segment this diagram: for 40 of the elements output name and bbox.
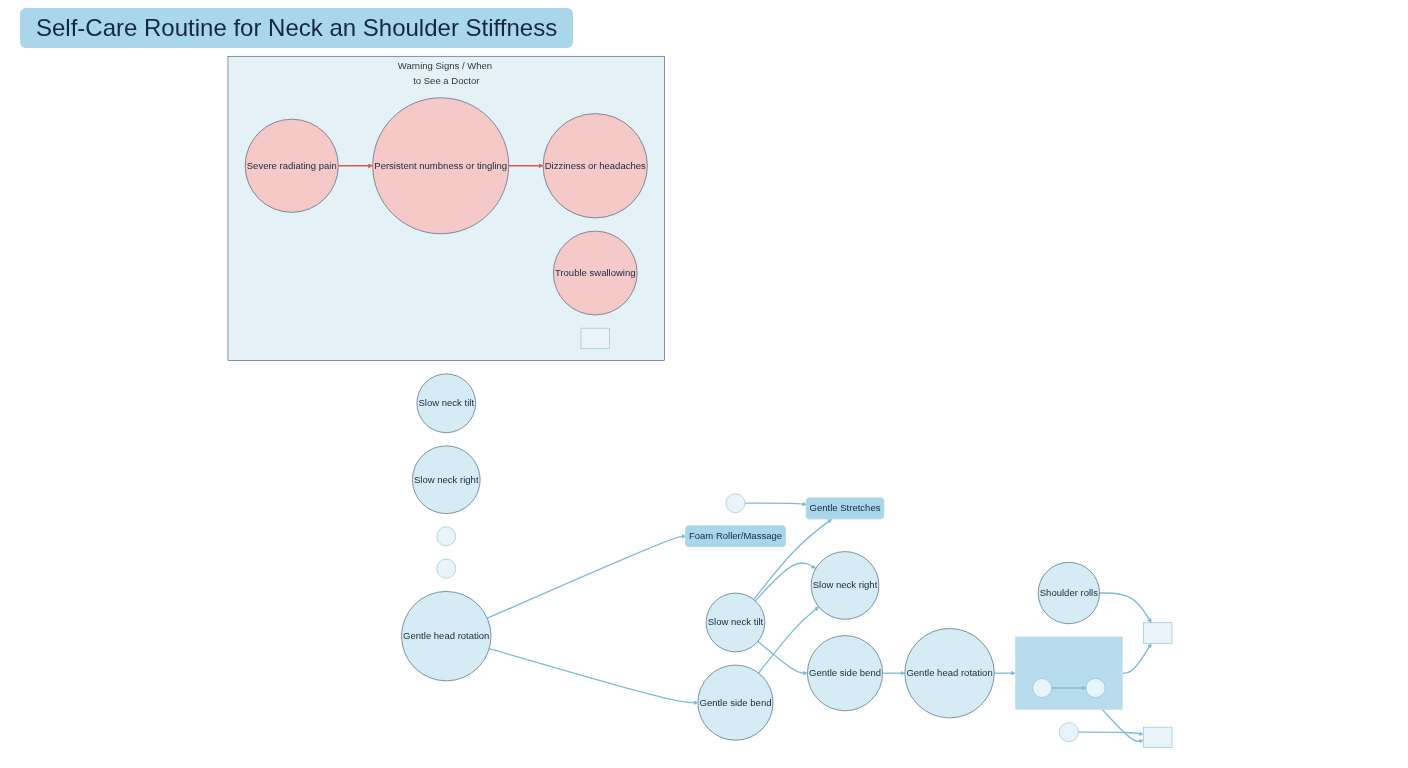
arrow — [1077, 731, 1144, 736]
node-circle — [1059, 722, 1079, 742]
arrow — [1051, 685, 1087, 691]
arrow — [1121, 643, 1152, 674]
arrow — [488, 647, 699, 705]
arrow — [337, 163, 373, 169]
node-circle — [436, 526, 457, 547]
arrow — [753, 518, 832, 601]
arrow — [993, 670, 1016, 676]
node-circle: Slow neck tilt — [416, 373, 476, 433]
node-circle — [1032, 678, 1052, 698]
arrow — [1101, 708, 1144, 744]
node-circle: Slow neck right — [810, 551, 880, 620]
arrow — [754, 562, 816, 602]
node-box — [1143, 622, 1173, 644]
node-circle: Slow neck right — [412, 445, 481, 514]
node-circle: Slow neck tilt — [705, 592, 766, 653]
node-circle — [725, 493, 746, 513]
arrow — [757, 640, 808, 676]
node-circle: Persistent numbness or tingling — [372, 97, 509, 235]
arrow — [744, 501, 807, 507]
node-circle: Gentle head rotation — [401, 591, 492, 682]
node-circle: Dizziness or headaches — [542, 113, 648, 219]
node-circle — [436, 558, 457, 579]
node-circle: Trouble swallowing — [553, 230, 638, 316]
node-circle: Gentle side bend — [697, 664, 774, 741]
cluster — [1015, 636, 1123, 710]
node-circle — [1085, 678, 1106, 698]
node-circle: Gentle side bend — [807, 635, 883, 712]
arrow — [757, 606, 819, 674]
arrow — [508, 163, 544, 169]
arrow — [881, 670, 905, 676]
node-circle: Severe radiating pain — [244, 118, 339, 213]
node-circle: Shoulder rolls — [1037, 562, 1100, 624]
node-box — [1143, 726, 1173, 749]
node-box — [580, 327, 610, 350]
arrow — [486, 534, 687, 619]
arrow — [1098, 592, 1152, 623]
node-circle: Gentle head rotation — [904, 628, 995, 719]
title: Self-Care Routine for Neck an Shoulder Stiffness — [20, 8, 574, 48]
